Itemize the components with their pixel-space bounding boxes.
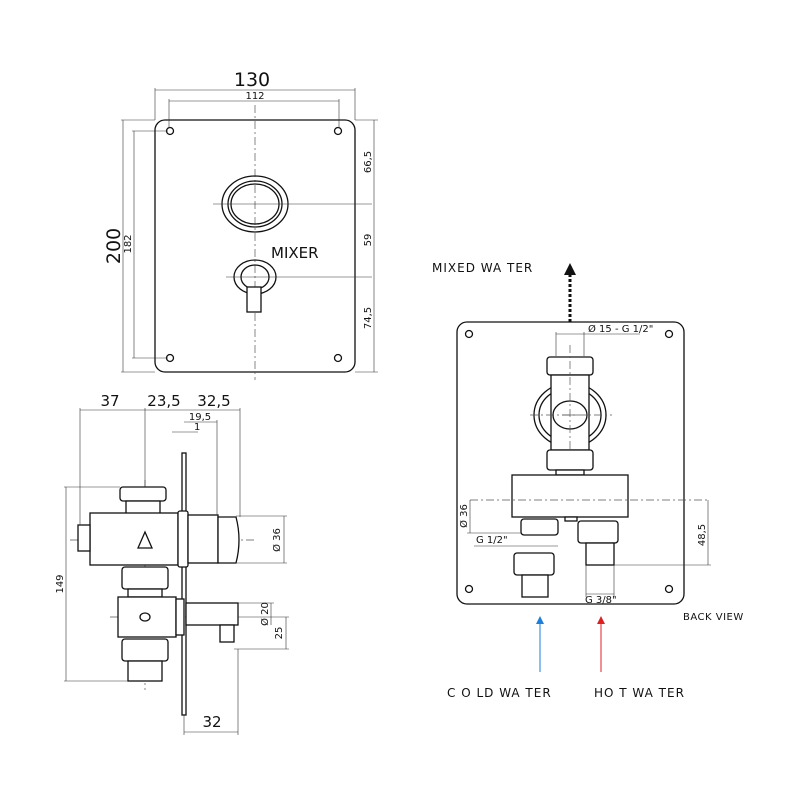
g-half-label: G 1/2" (476, 535, 508, 546)
dim-32-5: 32,5 (197, 392, 230, 410)
back-view-label: BACK VIEW (683, 612, 744, 623)
front-view: MIXER 130 112 200 182 66,5 59 74,5 (103, 69, 378, 380)
dim-d20: Ø 20 (259, 602, 271, 626)
dim-1: 1 (194, 422, 200, 433)
back-view: MIXED WA TER Ø 15 - G 1/2" Ø 36 G 1/2" G… (432, 261, 744, 700)
dim-25: 25 (274, 627, 285, 640)
dim-19-5: 19,5 (189, 412, 211, 423)
dim-48-5: 48,5 (697, 524, 708, 546)
dim-height-holes: 182 (123, 234, 134, 253)
outlet-dim: Ø 15 - G 1/2" (588, 323, 653, 335)
cold-water-label: C O LD WA TER (447, 686, 552, 700)
flow-arrow-icon (137, 530, 153, 549)
mount-hole (333, 126, 343, 136)
dim-23-5: 23,5 (147, 392, 180, 410)
dim-37: 37 (100, 392, 119, 410)
side-plate (181, 452, 187, 716)
dim-bottom: 74,5 (363, 307, 374, 329)
mixer-label: MIXER (271, 244, 319, 262)
dim-d36: Ø 36 (271, 528, 283, 552)
hot-water-label: HO T WA TER (594, 686, 685, 700)
side-view: 37 23,5 32,5 19,5 1 149 Ø 36 Ø 20 25 32 (55, 392, 289, 735)
mount-hole (333, 353, 343, 363)
dim-width-holes: 112 (245, 91, 264, 102)
dim-width-overall: 130 (234, 69, 270, 91)
dim-32: 32 (202, 713, 221, 731)
dim-top: 66,5 (363, 151, 374, 173)
dim-149: 149 (55, 574, 66, 593)
g-3-8-label: G 3/8" (585, 595, 617, 606)
dim-height-overall: 200 (103, 228, 125, 264)
diverter-knob (213, 175, 372, 233)
mixer-lever (226, 259, 372, 313)
mixed-water-label: MIXED WA TER (432, 261, 533, 275)
dim-mid: 59 (363, 234, 374, 247)
back-dim-d36: Ø 36 (458, 504, 470, 528)
